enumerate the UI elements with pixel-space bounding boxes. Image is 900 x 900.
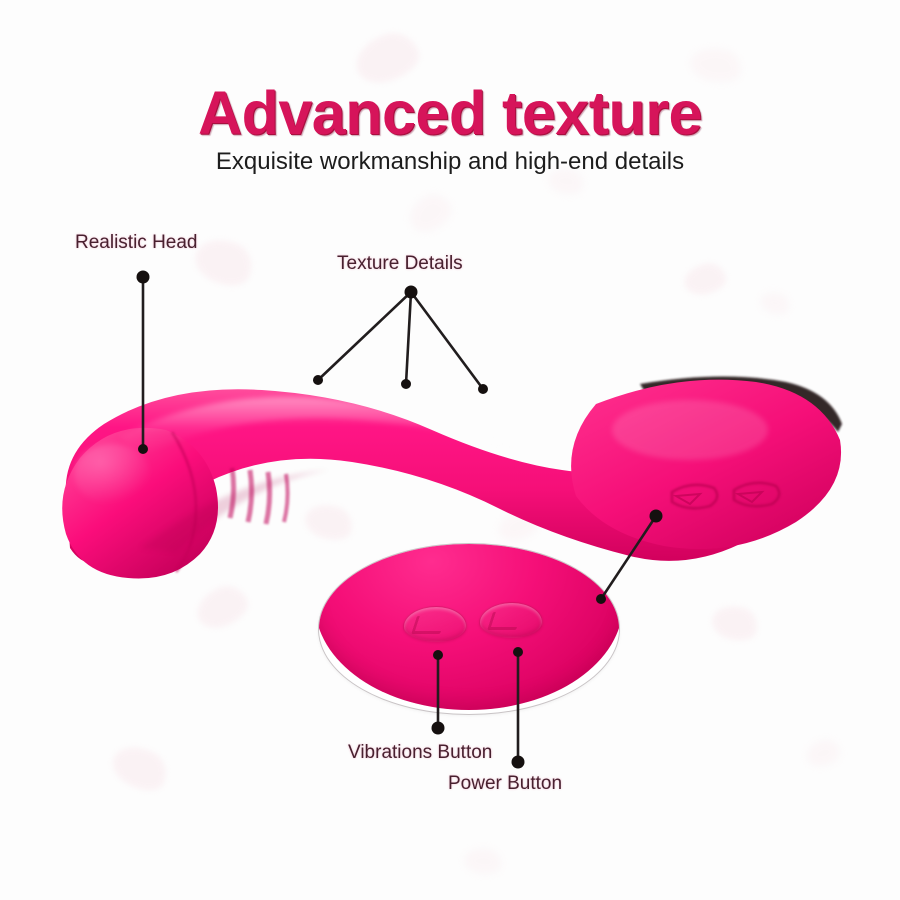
callout-label-realistic-head: Realistic Head bbox=[75, 232, 198, 253]
petal-6 bbox=[757, 287, 793, 319]
base-buttons bbox=[670, 481, 781, 510]
petal-2 bbox=[188, 230, 260, 294]
vibrations-glyph-icon bbox=[411, 616, 446, 634]
callout-label-power-button: Power Button bbox=[448, 773, 563, 794]
product-shaft bbox=[65, 389, 801, 564]
product-base bbox=[571, 379, 842, 549]
petal-12 bbox=[105, 737, 175, 799]
petal-14 bbox=[462, 844, 504, 878]
shaft-highlight bbox=[120, 396, 520, 456]
head-ridge bbox=[170, 431, 198, 573]
petal-3 bbox=[402, 187, 458, 239]
leader-target-dot-texture-details-1 bbox=[401, 379, 411, 389]
leader-target-dot-texture-details-2 bbox=[478, 384, 488, 394]
petal-13 bbox=[803, 736, 843, 770]
leader-target-dot-realistic-head-0 bbox=[138, 444, 148, 454]
head-highlight bbox=[74, 444, 150, 504]
leader-anchor-dot-texture-details bbox=[404, 285, 418, 299]
power-glyph-icon bbox=[487, 612, 522, 630]
petal-5 bbox=[681, 260, 729, 298]
inset-power-button bbox=[479, 602, 543, 638]
petal-11 bbox=[708, 600, 762, 646]
inset-vibrations-button bbox=[403, 606, 467, 642]
shaft-underside-shadow bbox=[140, 470, 330, 552]
leader-line-texture-details-0 bbox=[316, 290, 413, 382]
base-top-shadow bbox=[640, 376, 842, 432]
leader-anchor-dot-power-button bbox=[511, 755, 525, 769]
magnified-button-detail bbox=[318, 543, 620, 715]
page-title: Advanced texture bbox=[198, 79, 702, 147]
leader-line-texture-details-1 bbox=[404, 290, 413, 386]
page-subtitle: Exquisite workmanship and high-end detai… bbox=[215, 148, 685, 175]
inset-product-surface bbox=[319, 544, 619, 710]
petal-10 bbox=[190, 579, 254, 635]
leader-anchor-dot-detail-zoom-pointer bbox=[649, 509, 663, 523]
leader-target-dot-texture-details-0 bbox=[313, 375, 323, 385]
petal-8 bbox=[495, 507, 541, 545]
petal-7 bbox=[300, 498, 358, 546]
leader-anchor-dot-realistic-head bbox=[136, 270, 150, 284]
texture-ridges bbox=[227, 467, 290, 525]
product-head bbox=[62, 427, 218, 579]
leader-line-texture-details-2 bbox=[409, 290, 485, 391]
petal-9 bbox=[613, 512, 667, 560]
callout-label-texture-details: Texture Details bbox=[337, 253, 463, 274]
leader-anchor-dot-vibrations-button bbox=[431, 721, 445, 735]
power-button-emboss bbox=[732, 481, 781, 508]
vibrations-button-emboss bbox=[670, 483, 719, 510]
callout-label-vibrations-button: Vibrations Button bbox=[348, 742, 493, 763]
base-highlight bbox=[612, 400, 768, 460]
